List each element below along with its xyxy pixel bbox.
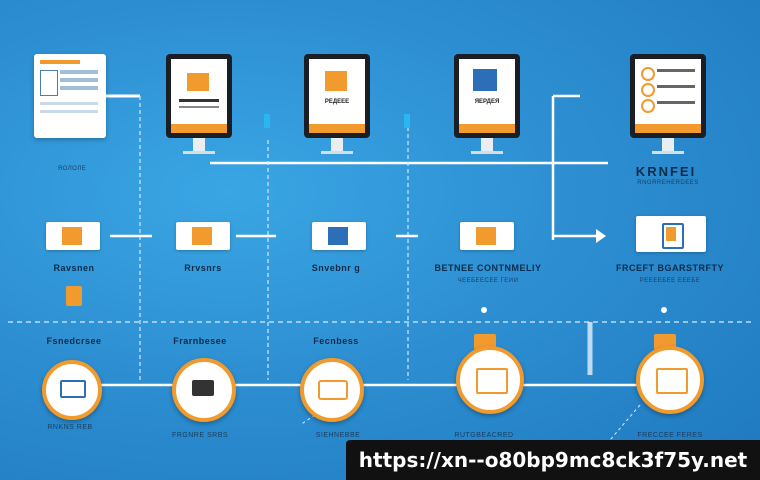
stage-label-1: Ravsnen (53, 263, 95, 273)
step-caption-3: SIEHNEBBE (315, 432, 361, 439)
step-circle-3 (300, 358, 364, 422)
stage-label-2: Rrvsnrs (184, 263, 222, 273)
step-circle-1 (42, 360, 102, 420)
monitor-3: ЯЕРДЕЯ (454, 54, 520, 154)
stage-box-2 (176, 222, 230, 250)
node-dot (481, 307, 487, 313)
stage-label-3: Snvebnr g (311, 263, 361, 273)
monitor-2: РЕДЕЕЕ (304, 54, 370, 154)
box-icon (187, 73, 209, 91)
box-icon (325, 71, 347, 91)
document-icon (60, 380, 86, 398)
step-label-2: Frarnbesee (173, 336, 227, 346)
step-label-1: Fsnedcrsee (46, 336, 102, 346)
stage-title: KRNFEI (635, 164, 697, 179)
arrow-head (596, 229, 606, 243)
step-caption-4: RUTGBEACRED (454, 432, 514, 439)
step-caption-2: FRGNRE SRBS (171, 432, 229, 439)
package-icon (318, 380, 348, 400)
box-icon (473, 69, 497, 91)
stage-label-4: BETNEE CONTNMELIY (434, 263, 542, 273)
document-panel (34, 54, 106, 138)
step-circle-2 (172, 358, 236, 422)
url-banner: https://xn--o80bp9mc8ck3f75y.net (346, 440, 760, 480)
step-circle-5 (636, 346, 704, 414)
stage-box-1 (46, 222, 100, 250)
connector-plug (404, 114, 410, 128)
node-dot (661, 307, 667, 313)
monitor-icon (476, 368, 508, 394)
step-caption-5: FRECCEE FERES (637, 432, 703, 439)
printer-icon (192, 380, 214, 396)
step-caption-1: RNKNS REB (47, 424, 93, 431)
device-icon (66, 286, 82, 306)
stage-box-5 (636, 216, 706, 252)
monitor-1 (166, 54, 232, 154)
stage-label-5: FRCEFT BGARSTRFTY (616, 263, 724, 273)
screen-text: ЯЕРДЕЯ (474, 99, 500, 105)
step-label-3: Fecnbess (313, 336, 359, 346)
stage-box-3 (312, 222, 366, 250)
card-icon (656, 368, 688, 394)
monitor-4 (630, 54, 706, 154)
stage-sublabel-5: РЕЕЕЕБЕЕ ЕЕЕБЕ (639, 278, 701, 284)
connector-plug (264, 114, 270, 128)
screen-text: РЕДЕЕЕ (324, 99, 350, 105)
stage-subtitle: RNGRREHERDEES (637, 180, 699, 186)
document-label: ЯОЛОЛЕ (57, 166, 87, 172)
stage-box-4 (460, 222, 514, 250)
stage-sublabel-4: ЧЕЕБЕЕСЕЕ ГЕИИ (457, 278, 519, 284)
step-circle-4 (456, 346, 524, 414)
connector (609, 404, 641, 441)
